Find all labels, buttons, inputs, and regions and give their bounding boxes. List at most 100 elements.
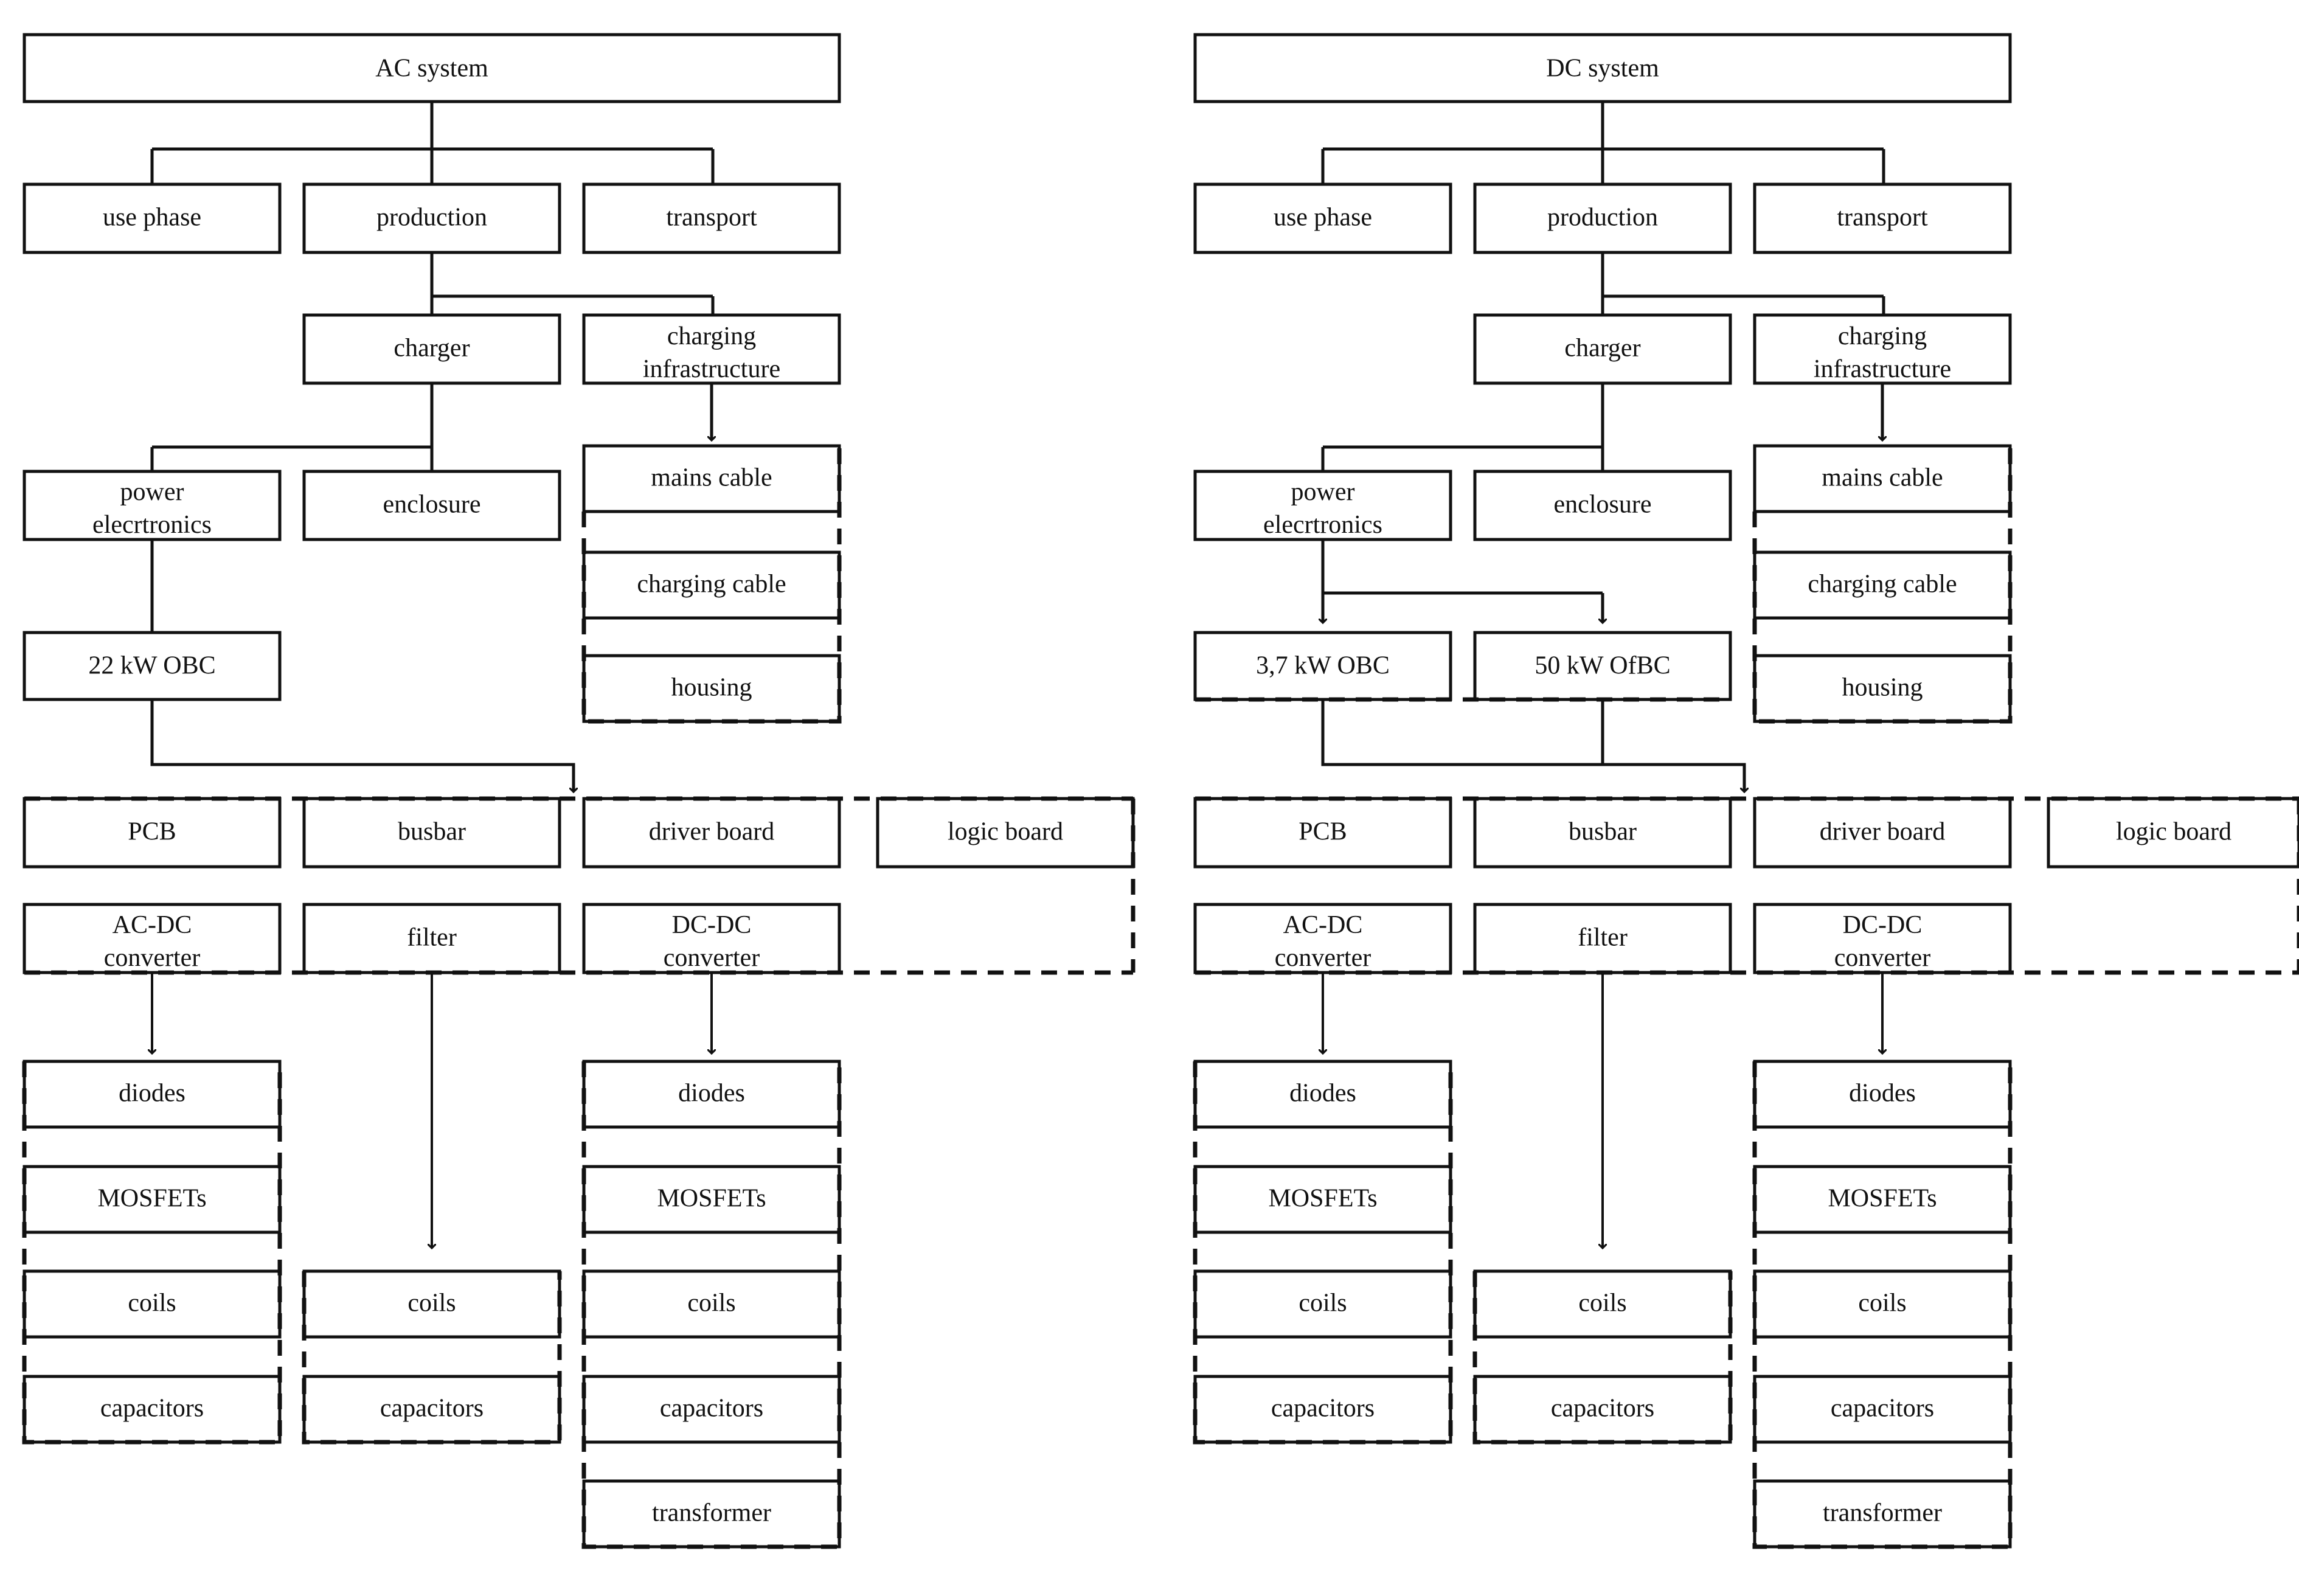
box-driver-transformer-label: transformer bbox=[652, 1499, 771, 1527]
box-housing-dc-label: housing bbox=[1842, 674, 1923, 702]
box-use-phase-dc[interactable] bbox=[1193, 182, 1452, 254]
box-driver-diodes-dc[interactable] bbox=[1753, 1060, 2012, 1129]
box-driver-board[interactable] bbox=[582, 797, 841, 869]
box-22kw-obc-label: 22 kW OBC bbox=[88, 652, 215, 680]
box-production-dc-label: production bbox=[1547, 204, 1658, 232]
box-driver-coils-dc[interactable] bbox=[1753, 1269, 2012, 1339]
box-production[interactable] bbox=[302, 182, 561, 254]
box-ac-dc-converter[interactable] bbox=[23, 903, 282, 974]
box-driver-mosfets-dc[interactable] bbox=[1753, 1165, 2012, 1234]
box-pcb-mosfets-dc[interactable] bbox=[1193, 1165, 1452, 1234]
box-pcb-coils-dc[interactable] bbox=[1193, 1269, 1452, 1339]
box-pcb-diodes-dc-label: diodes bbox=[1289, 1080, 1356, 1108]
box-filter-dc-label: filter bbox=[1578, 924, 1628, 952]
box-mains-cable-dc[interactable] bbox=[1753, 444, 2012, 513]
box-filter-dc[interactable] bbox=[1473, 903, 1732, 974]
box-power-electronics[interactable] bbox=[23, 470, 282, 541]
dashed-group-busbar-parts-dc bbox=[1472, 1271, 1733, 1445]
box-enclosure-dc-label: enclosure bbox=[1554, 491, 1652, 519]
panel-ac-system: AC system use phase production transport… bbox=[22, 33, 1136, 1549]
box-housing-dc[interactable] bbox=[1753, 654, 2012, 723]
dashed-group-busbar-parts bbox=[302, 1271, 562, 1445]
dashed-group-pcb-parts bbox=[22, 1061, 282, 1445]
box-ac-system-label: AC system bbox=[375, 55, 488, 83]
box-busbar-label: busbar bbox=[398, 818, 466, 846]
box-driver-mosfets-dc-label: MOSFETs bbox=[1828, 1185, 1937, 1213]
box-transport-dc[interactable] bbox=[1753, 182, 2012, 254]
dashed-group-infrastructure-dc bbox=[1752, 446, 2013, 724]
box-driver-capacitors-label: capacitors bbox=[660, 1395, 763, 1423]
box-37kw-obc[interactable] bbox=[1193, 631, 1452, 701]
box-charger-dc-label: charger bbox=[1564, 335, 1640, 363]
box-pcb[interactable] bbox=[23, 797, 282, 869]
box-transport[interactable] bbox=[582, 182, 841, 254]
box-transport-dc-label: transport bbox=[1837, 204, 1928, 232]
box-enclosure[interactable] bbox=[302, 470, 561, 541]
panel-dc-system: DC system use phase production transport… bbox=[1193, 33, 2299, 1549]
box-dc-system-label: DC system bbox=[1546, 55, 1659, 83]
box-busbar-capacitors-label: capacitors bbox=[380, 1395, 484, 1423]
box-use-phase[interactable] bbox=[23, 182, 282, 254]
box-charging-infrastructure-dc[interactable] bbox=[1753, 313, 2012, 385]
box-charger-dc[interactable] bbox=[1473, 313, 1732, 385]
box-charging-cable-dc[interactable] bbox=[1753, 550, 2012, 620]
box-busbar-dc[interactable] bbox=[1473, 797, 1732, 869]
box-driver-transformer-dc[interactable] bbox=[1753, 1479, 2012, 1549]
box-driver-coils[interactable] bbox=[582, 1269, 841, 1339]
box-pcb-coils[interactable] bbox=[23, 1269, 282, 1339]
link-obc37-route-dc bbox=[1321, 699, 1744, 766]
box-charging-cable-dc-label: charging cable bbox=[1808, 571, 1957, 598]
box-driver-coils-dc-label: coils bbox=[1858, 1289, 1906, 1317]
link-obc-driverboard bbox=[150, 699, 574, 791]
box-housing-label: housing bbox=[671, 674, 752, 702]
box-driver-capacitors-dc-label: capacitors bbox=[1831, 1395, 1934, 1423]
box-pcb-coils-dc-label: coils bbox=[1299, 1289, 1347, 1317]
box-pcb-mosfets-label: MOSFETs bbox=[97, 1185, 206, 1213]
box-busbar-dc-label: busbar bbox=[1569, 818, 1637, 846]
box-driver-diodes-label: diodes bbox=[678, 1080, 745, 1108]
box-mains-cable-label: mains cable bbox=[651, 464, 772, 492]
dashed-group-boards bbox=[24, 796, 1136, 975]
box-logic-board-dc-label: logic board bbox=[2116, 818, 2231, 846]
box-power-electronics-dc[interactable] bbox=[1193, 470, 1452, 541]
dashed-group-driver-parts bbox=[581, 1061, 842, 1549]
box-housing[interactable] bbox=[582, 654, 841, 723]
box-dc-dc-converter[interactable] bbox=[582, 903, 841, 974]
box-driver-transformer[interactable] bbox=[582, 1479, 841, 1549]
box-use-phase-dc-label: use phase bbox=[1274, 204, 1372, 232]
box-pcb-dc[interactable] bbox=[1193, 797, 1452, 869]
box-enclosure-dc[interactable] bbox=[1473, 470, 1732, 541]
box-50kw-ofbc[interactable] bbox=[1473, 631, 1732, 701]
box-busbar-coils-label: coils bbox=[407, 1289, 456, 1317]
box-driver-diodes-dc-label: diodes bbox=[1849, 1080, 1916, 1108]
box-charging-cable[interactable] bbox=[582, 550, 841, 620]
dashed-group-driver-parts-dc bbox=[1752, 1061, 2013, 1549]
box-ac-dc-converter-dc[interactable] bbox=[1193, 903, 1452, 974]
box-driver-board-dc[interactable] bbox=[1753, 797, 2012, 869]
box-driver-mosfets-label: MOSFETs bbox=[657, 1185, 766, 1213]
box-filter[interactable] bbox=[302, 903, 561, 974]
box-production-label: production bbox=[376, 204, 487, 232]
box-busbar-capacitors[interactable] bbox=[302, 1375, 561, 1444]
box-pcb-mosfets-dc-label: MOSFETs bbox=[1268, 1185, 1377, 1213]
box-transport-label: transport bbox=[666, 204, 757, 232]
box-pcb-capacitors-dc-label: capacitors bbox=[1271, 1395, 1375, 1423]
box-logic-board[interactable] bbox=[876, 797, 1135, 869]
link-ofbc50-driverboard-dc bbox=[1601, 699, 1744, 791]
box-pcb-label: PCB bbox=[128, 818, 176, 846]
box-driver-capacitors[interactable] bbox=[582, 1375, 841, 1444]
box-driver-board-label: driver board bbox=[649, 818, 774, 846]
box-dc-dc-converter-dc[interactable] bbox=[1753, 903, 2012, 974]
box-production-dc[interactable] bbox=[1473, 182, 1732, 254]
box-charger-label: charger bbox=[394, 335, 470, 363]
box-ac-system[interactable] bbox=[23, 33, 841, 103]
